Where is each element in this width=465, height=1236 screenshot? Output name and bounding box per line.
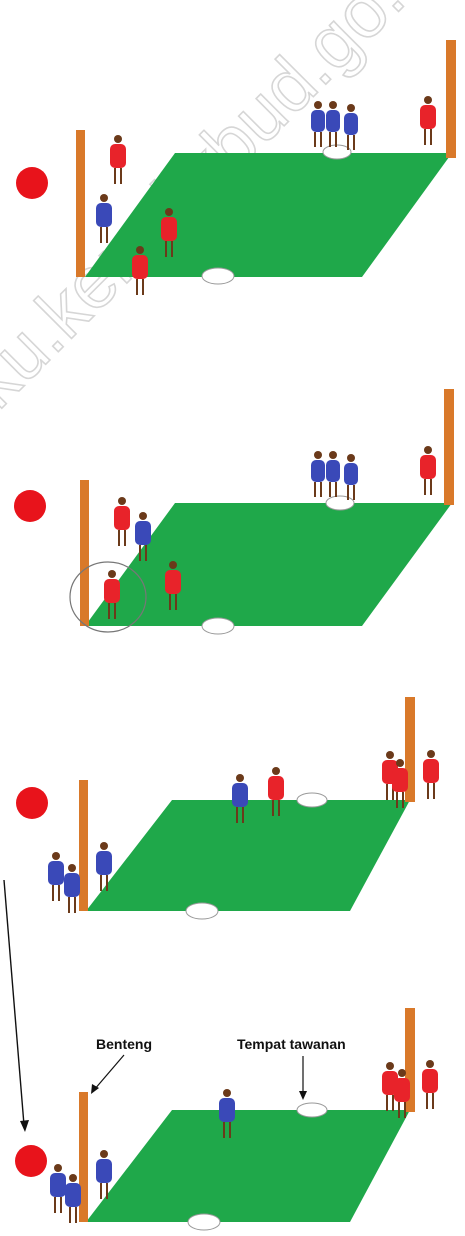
step-marker: [15, 1145, 47, 1177]
prison-circle-top: [297, 1103, 327, 1117]
player-red: [110, 135, 126, 184]
fort-pole-left: [76, 130, 85, 277]
player-blue: [326, 451, 340, 497]
player-red: [420, 446, 436, 495]
prison-circle-top: [297, 793, 327, 807]
player-red: [114, 497, 130, 546]
tawanan-arrow-head: [299, 1091, 307, 1100]
fort-pole-right: [446, 40, 456, 158]
step-marker: [16, 787, 48, 819]
prison-circle-top: [326, 496, 354, 510]
label-tempat-tawanan: Tempat tawanan: [237, 1036, 346, 1052]
player-red: [423, 750, 439, 799]
player-red: [420, 96, 436, 145]
player-blue: [311, 451, 325, 497]
prison-circle-bottom: [202, 268, 234, 284]
player-blue: [344, 104, 358, 150]
label-benteng: Benteng: [96, 1036, 152, 1052]
step-marker: [16, 167, 48, 199]
fort-pole-right: [444, 389, 454, 505]
panel-3: [16, 697, 439, 919]
fort-pole-left: [80, 480, 89, 626]
prison-circle-top: [323, 145, 351, 159]
field: [86, 1110, 410, 1222]
long-arrow: [4, 880, 24, 1125]
player-blue: [64, 864, 80, 913]
panel-2: [14, 389, 454, 634]
prison-circle-bottom: [188, 1214, 220, 1230]
long-arrow-head: [20, 1120, 29, 1132]
step-marker: [14, 490, 46, 522]
field: [86, 800, 410, 911]
benteng-arrow: [94, 1055, 124, 1090]
player-blue: [50, 1164, 66, 1213]
panel-4: Benteng Tempat tawanan: [15, 1008, 438, 1230]
prison-circle-bottom: [186, 903, 218, 919]
player-blue: [65, 1174, 81, 1223]
player-blue: [326, 101, 340, 147]
player-blue: [48, 852, 64, 901]
fort-pole-left: [79, 780, 88, 911]
player-red: [422, 1060, 438, 1109]
prison-circle-bottom: [202, 618, 234, 634]
player-blue: [344, 454, 358, 500]
